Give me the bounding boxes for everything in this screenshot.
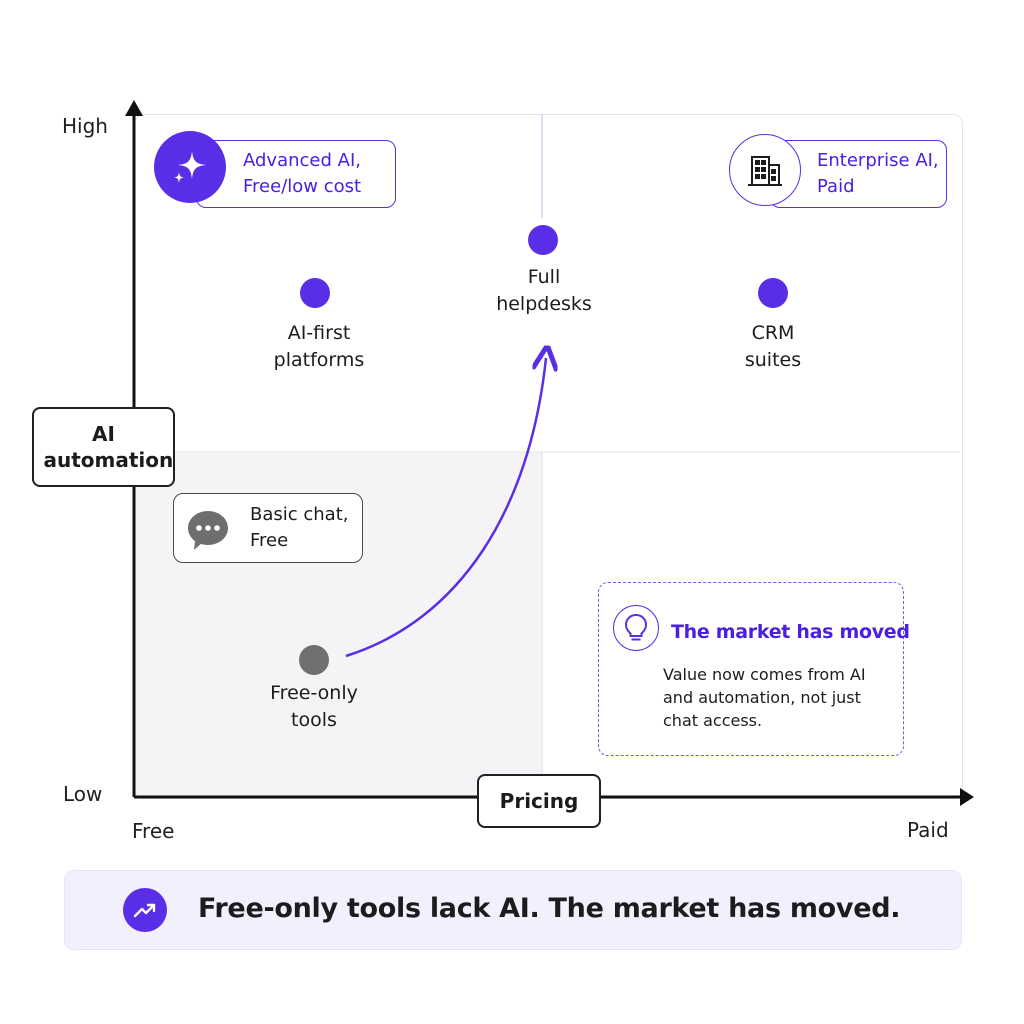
growth-arrow	[345, 358, 546, 658]
point-label-free-only-tools: Free-only tools	[270, 682, 358, 731]
point-crm-suites	[758, 278, 788, 308]
y-axis-arrow-icon	[125, 100, 143, 116]
x-axis-title: Pricing	[477, 774, 601, 828]
point-label-crm-suites: CRM suites	[744, 322, 802, 371]
chat-bubble-icon	[185, 507, 231, 553]
building-icon	[729, 134, 801, 206]
x-axis-paid-label: Paid	[907, 818, 949, 842]
y-axis-title: AI automation	[32, 407, 175, 487]
sparkle-icon	[154, 131, 226, 203]
y-axis-low-label: Low	[63, 782, 103, 806]
point-label-ai-first-platforms: AI-first platforms	[273, 322, 365, 371]
lightbulb-icon	[613, 605, 659, 651]
point-ai-first-platforms	[300, 278, 330, 308]
point-label-full-helpdesks: Full helpdesks	[496, 266, 592, 315]
advanced-ai-callout: Advanced AI, Free/low cost	[196, 140, 396, 208]
trend-up-icon	[123, 888, 167, 932]
x-axis-free-label: Free	[132, 819, 175, 843]
insight-body: Value now comes from AI and automation, …	[663, 665, 866, 731]
banner-text: Free-only tools lack AI. The market has …	[198, 893, 901, 924]
summary-banner: Free-only tools lack AI. The market has …	[64, 870, 962, 950]
x-axis-arrow-icon	[960, 788, 974, 806]
y-axis-high-label: High	[62, 114, 108, 138]
point-free-only-tools	[299, 645, 329, 675]
insight-box: The market has moved Value now comes fro…	[598, 582, 910, 756]
insight-title: The market has moved	[671, 621, 910, 643]
enterprise-ai-callout: Enterprise AI, Paid	[770, 140, 947, 208]
point-full-helpdesks	[528, 225, 558, 255]
